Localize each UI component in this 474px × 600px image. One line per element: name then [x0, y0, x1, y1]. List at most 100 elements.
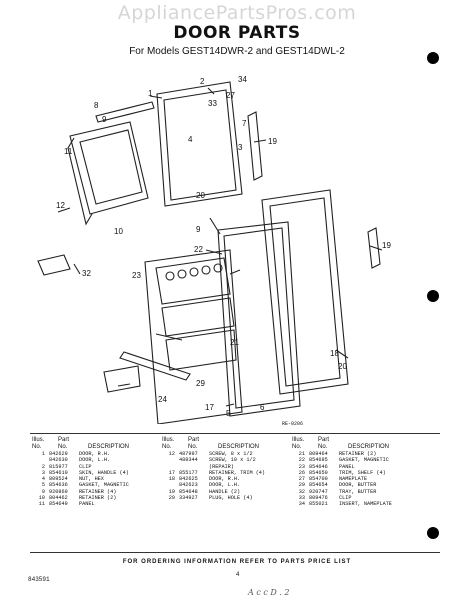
- part-number: 854649: [49, 501, 68, 508]
- part-description: NUT, HEX: [79, 476, 104, 483]
- part-description: CLIP: [339, 495, 352, 502]
- parts-column-3: Illus. Part No. No. DESCRIPTION 21 809464…: [292, 437, 432, 508]
- part-number: 854610: [49, 469, 68, 476]
- upper-door-inner: [163, 89, 237, 201]
- illus-number: 27: [298, 476, 305, 483]
- callout-7: 7: [242, 119, 247, 128]
- illus-number: 23: [298, 463, 305, 470]
- column-header-row2: No. No. DESCRIPTION: [32, 444, 130, 450]
- part-description: HANDLE (2): [209, 488, 241, 495]
- callout-4: 4: [188, 135, 193, 144]
- part-description: INSERT, NAMEPLATE: [339, 501, 392, 508]
- callout-1: 1: [148, 89, 153, 98]
- part-description: GASKET, MAGNETIC: [339, 457, 389, 464]
- callout-34: 34: [238, 75, 247, 84]
- callout-11: 11: [64, 147, 73, 156]
- part-description: GASKET, MAGNETIC: [79, 482, 129, 489]
- callout-20a: 20: [196, 191, 205, 200]
- illus-number: 1: [41, 451, 45, 457]
- part-description: DOOR, R.H.: [209, 476, 241, 483]
- part-number: 920869: [49, 488, 68, 495]
- table-row: 1 842629 DOOR, R.H.: [32, 451, 162, 457]
- part-number: 854700: [309, 476, 328, 483]
- part-number: 855177: [179, 469, 198, 476]
- part-description: CLIP: [79, 463, 92, 470]
- page-title: DOOR PARTS: [173, 23, 301, 43]
- part-number: 855021: [309, 501, 328, 508]
- illus-number: 2: [41, 463, 45, 470]
- page-subtitle: For Models GEST14DWR-2 and GEST14DWL-2: [129, 46, 345, 57]
- part-description: DOOR, L.H.: [209, 482, 241, 489]
- part-number: 854636: [49, 482, 68, 489]
- part-description: RETAINER (2): [339, 451, 377, 457]
- part-number: 842623: [179, 482, 198, 489]
- part-number: 804462: [49, 495, 68, 502]
- callout-2: 2: [200, 77, 205, 86]
- table-row: 27 854700 NAMEPLATE: [292, 476, 432, 482]
- callout-9b: 9: [196, 225, 201, 234]
- page-number: 4: [236, 572, 240, 578]
- part-description: PANEL: [339, 463, 355, 470]
- column-header: Illus. Part: [32, 437, 70, 443]
- part-number: 815977: [49, 463, 68, 470]
- column-header-row2: No. No. DESCRIPTION: [292, 444, 390, 450]
- callout-6: 6: [260, 403, 265, 412]
- part-description: PLUG, HOLE (4): [209, 495, 253, 502]
- illus-number: 5: [41, 482, 45, 489]
- part-description: SCREW, 10 x 1/2: [209, 457, 256, 464]
- column-header: Illus. Part: [292, 437, 330, 443]
- illus-number: 9: [41, 488, 45, 495]
- table-row: (REPAIR): [162, 464, 292, 470]
- illus-number: 34: [298, 501, 305, 508]
- callout-8: 8: [94, 101, 99, 110]
- callout-18: 18: [330, 349, 339, 358]
- upper-door-outer: [156, 81, 243, 207]
- part-description: RETAINER (4): [79, 488, 117, 495]
- part-number: 854695: [309, 457, 328, 464]
- callout-5: 5: [226, 409, 231, 418]
- lower-handle: [367, 227, 381, 269]
- binder-hole-bottom: [427, 527, 439, 539]
- part-number: 487997: [179, 451, 198, 457]
- illus-number: 22: [298, 457, 305, 464]
- handwritten-note: A c c D . 2: [248, 588, 290, 597]
- illus-number: 29: [298, 482, 305, 489]
- illus-number: 21: [298, 451, 305, 457]
- callout-33: 33: [208, 99, 217, 108]
- illus-number: 4: [41, 476, 45, 483]
- illus-number: 12: [168, 451, 175, 457]
- callout-32: 32: [82, 269, 91, 278]
- callout-20b: 20: [338, 362, 347, 371]
- upper-handle: [247, 111, 263, 181]
- part-number: 842629: [49, 451, 68, 457]
- lower-door-outer: [217, 221, 301, 417]
- part-number: 809464: [309, 451, 328, 457]
- callout-12: 12: [56, 201, 65, 210]
- part-number: 854646: [309, 463, 328, 470]
- diagram-code: RE-0206: [282, 421, 304, 427]
- callout-17: 17: [205, 403, 214, 412]
- part-description: DOOR, L.H.: [79, 457, 111, 464]
- part-number: 334927: [179, 495, 198, 502]
- callout-27: 27: [226, 91, 235, 100]
- part-description: DOOR, R.H.: [79, 451, 111, 457]
- illus-number: 18: [168, 476, 175, 483]
- illus-number: 3: [41, 469, 45, 476]
- part-description: NAMEPLATE: [339, 476, 368, 483]
- binder-hole-top: [427, 52, 439, 64]
- column-header: Illus. Part: [162, 437, 200, 443]
- column-header-row2: No. No. DESCRIPTION: [162, 444, 260, 450]
- table-row: 5 854636 GASKET, MAGNETIC: [32, 482, 162, 488]
- callout-22: 22: [194, 245, 203, 254]
- callout-21: 21: [230, 338, 239, 347]
- illus-number: 26: [298, 469, 305, 476]
- callout-9a: 9: [102, 115, 107, 124]
